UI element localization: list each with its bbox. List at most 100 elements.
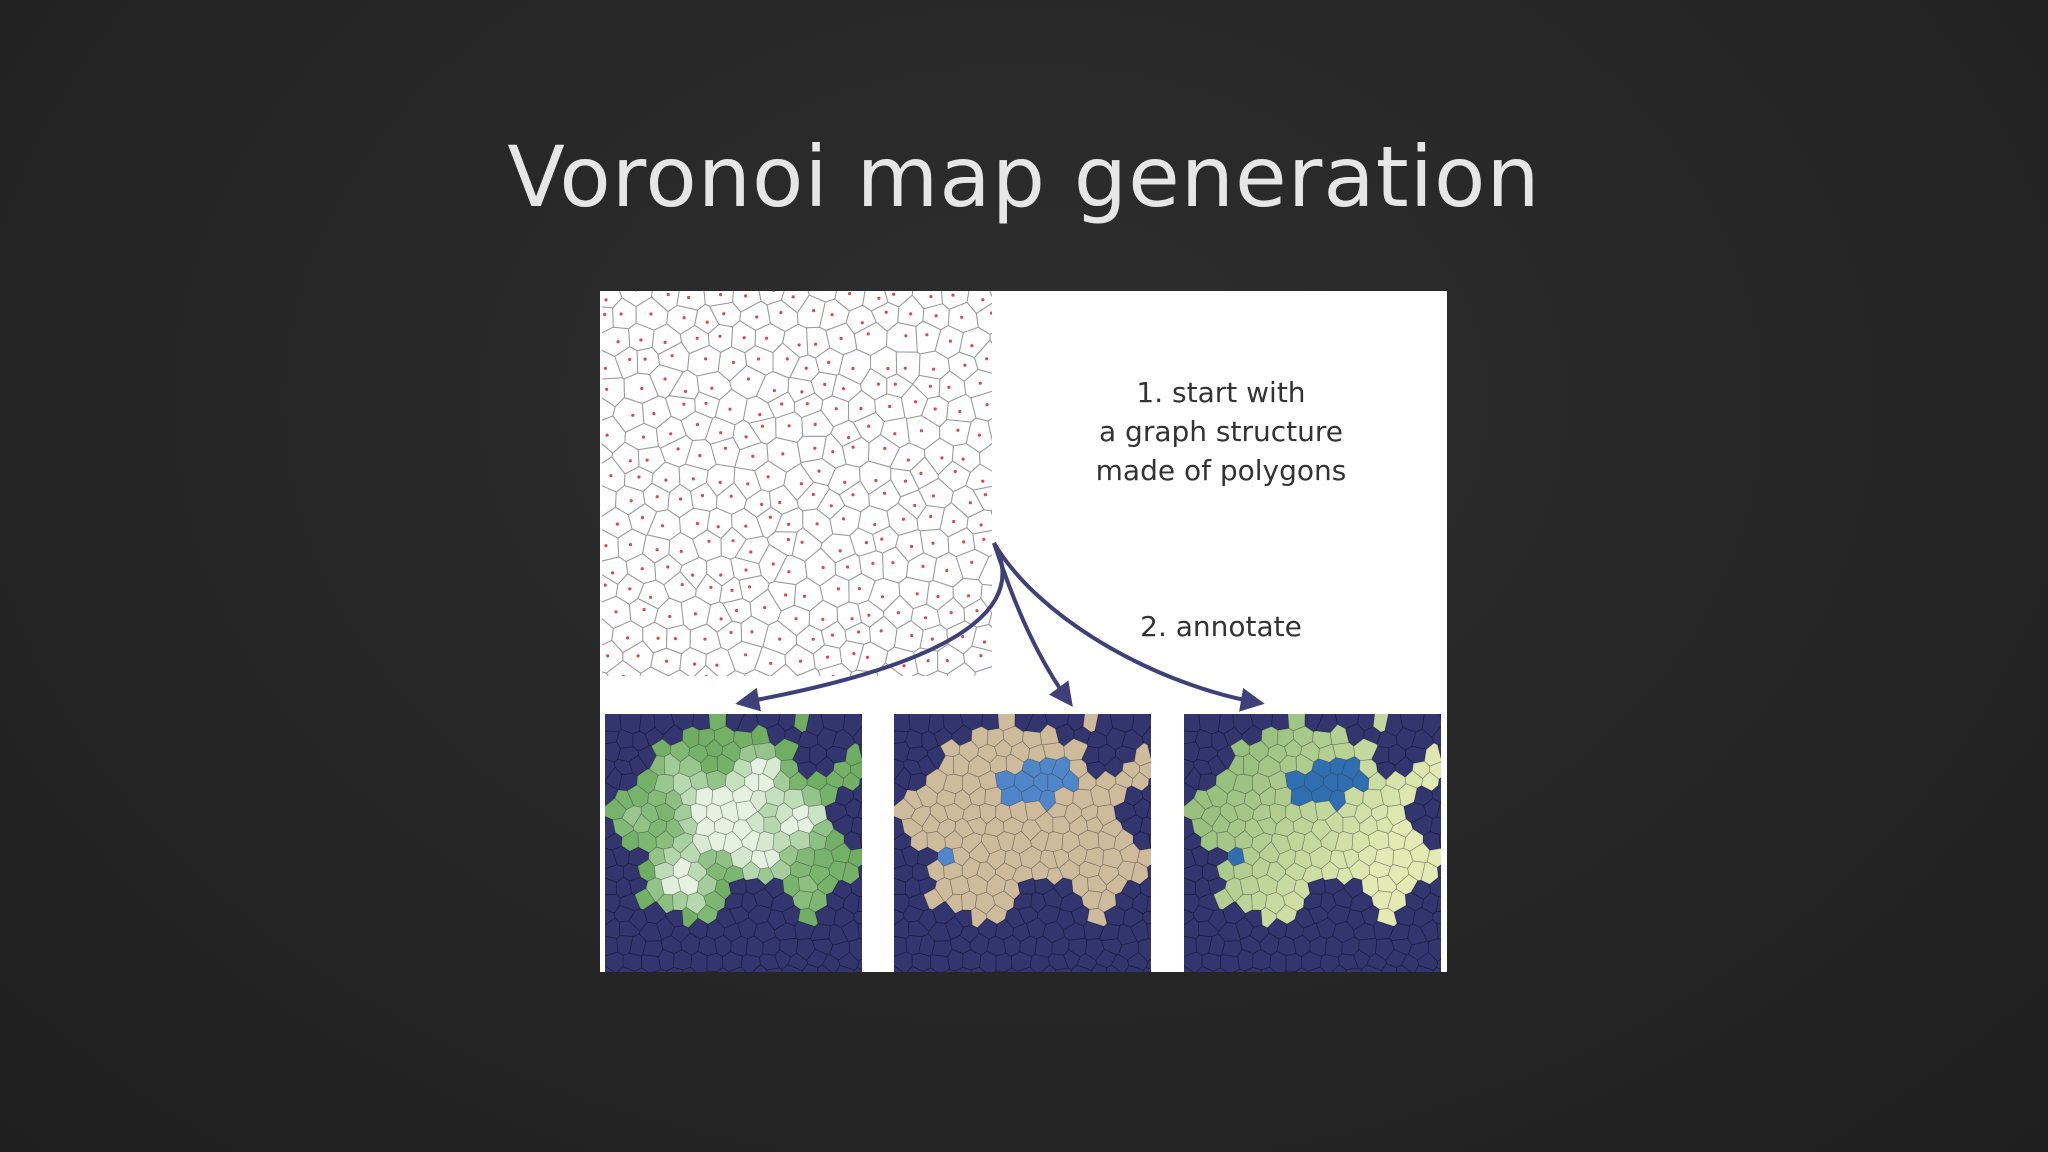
- graph-point: [704, 357, 708, 361]
- moisture-cell: [1233, 968, 1247, 972]
- graph-point: [947, 385, 951, 389]
- graph-cell: [1006, 431, 1059, 474]
- graph-point: [643, 357, 647, 361]
- graph-point: [1017, 454, 1020, 457]
- graph-point: [722, 312, 726, 316]
- graph-point: [883, 446, 887, 450]
- graph-point: [794, 617, 798, 621]
- graph-point: [781, 452, 785, 456]
- graph-point: [683, 389, 688, 393]
- graph-point: [940, 456, 944, 460]
- graph-point: [925, 333, 929, 337]
- graph-point: [1004, 700, 1007, 703]
- graph-point: [629, 499, 633, 503]
- land-water-cell: [894, 893, 910, 914]
- graph-point: [831, 450, 835, 454]
- graph-point: [951, 293, 955, 297]
- graph-point: [928, 384, 932, 388]
- graph-point: [804, 366, 808, 370]
- graph-point: [1009, 546, 1012, 549]
- graph-point: [639, 338, 643, 342]
- graph-cell: [990, 509, 992, 516]
- graph-point: [707, 539, 711, 543]
- graph-point: [838, 549, 842, 553]
- graph-point: [884, 310, 888, 314]
- map-panel-moisture: [1184, 714, 1447, 972]
- graph-point: [883, 491, 887, 495]
- graph-cell: [988, 612, 992, 628]
- voronoi-figure: 1. start with a graph structure made of …: [600, 291, 1447, 972]
- graph-point: [645, 458, 649, 462]
- land-water-cell: [1106, 964, 1121, 972]
- graph-point: [830, 313, 834, 317]
- graph-point: [709, 702, 712, 705]
- graph-point: [926, 659, 930, 663]
- graph-point: [901, 517, 905, 521]
- land-water-cell: [1040, 964, 1057, 972]
- graph-point: [661, 524, 665, 528]
- graph-point: [979, 654, 983, 658]
- moisture-cell: [1445, 869, 1447, 901]
- land-water-cell: [984, 786, 1003, 807]
- graph-point: [845, 709, 848, 712]
- moisture-cell: [1274, 786, 1293, 807]
- graph-point: [813, 422, 817, 426]
- graph-point: [631, 413, 635, 417]
- graph-point: [693, 662, 697, 666]
- elevation-cell: [850, 816, 862, 836]
- land-water-cell: [981, 714, 1000, 731]
- graph-point: [952, 519, 956, 524]
- graph-point: [718, 480, 722, 484]
- step2-label: 2. annotate: [1140, 610, 1302, 643]
- arrow-middle: [992, 542, 1073, 707]
- graph-point: [615, 522, 619, 526]
- graph-point: [985, 403, 989, 407]
- graph-point: [914, 688, 917, 691]
- graph-point: [958, 678, 961, 681]
- graph-point: [636, 654, 640, 658]
- graph-point: [913, 503, 917, 508]
- graph-point: [961, 457, 965, 461]
- graph-point: [751, 454, 755, 458]
- graph-point: [1020, 315, 1023, 318]
- elevation-cell: [605, 965, 615, 972]
- moisture-cell: [1435, 896, 1441, 912]
- graph-point: [836, 587, 840, 591]
- graph-point: [665, 703, 668, 706]
- graph-point: [768, 705, 771, 708]
- graph-point: [860, 321, 864, 325]
- graph-point: [994, 572, 997, 575]
- graph-point: [787, 570, 791, 574]
- graph-point: [792, 706, 795, 709]
- land-water-cell: [906, 966, 924, 972]
- graph-point: [719, 617, 723, 621]
- graph-point: [785, 357, 789, 361]
- step1-line-2: a graph structure: [1099, 415, 1343, 448]
- graph-point: [695, 423, 699, 427]
- graph-point: [808, 682, 811, 685]
- graph-point: [945, 568, 949, 573]
- graph-point: [978, 381, 982, 385]
- graph-point: [731, 360, 735, 365]
- graph-point: [735, 609, 739, 613]
- elevation-cell: [728, 966, 747, 972]
- graph-point: [652, 412, 656, 416]
- land-water-cell: [995, 953, 1013, 972]
- graph-point: [910, 544, 914, 549]
- elevation-cell: [860, 714, 862, 721]
- graph-point: [961, 635, 965, 639]
- elevation-cell: [857, 922, 862, 940]
- graph-point: [1011, 633, 1014, 636]
- moisture-cell: [1438, 833, 1441, 849]
- graph-point: [799, 482, 803, 486]
- graph-point: [730, 588, 734, 592]
- graph-point: [679, 497, 683, 501]
- graph-point: [930, 637, 934, 641]
- moisture-cell: [1330, 964, 1347, 972]
- elevation-cell: [617, 966, 635, 972]
- elevation-cell: [835, 964, 855, 972]
- graph-point: [865, 655, 869, 659]
- graph-point: [970, 701, 973, 704]
- elevation-cell: [853, 967, 862, 972]
- graph-point: [923, 616, 928, 620]
